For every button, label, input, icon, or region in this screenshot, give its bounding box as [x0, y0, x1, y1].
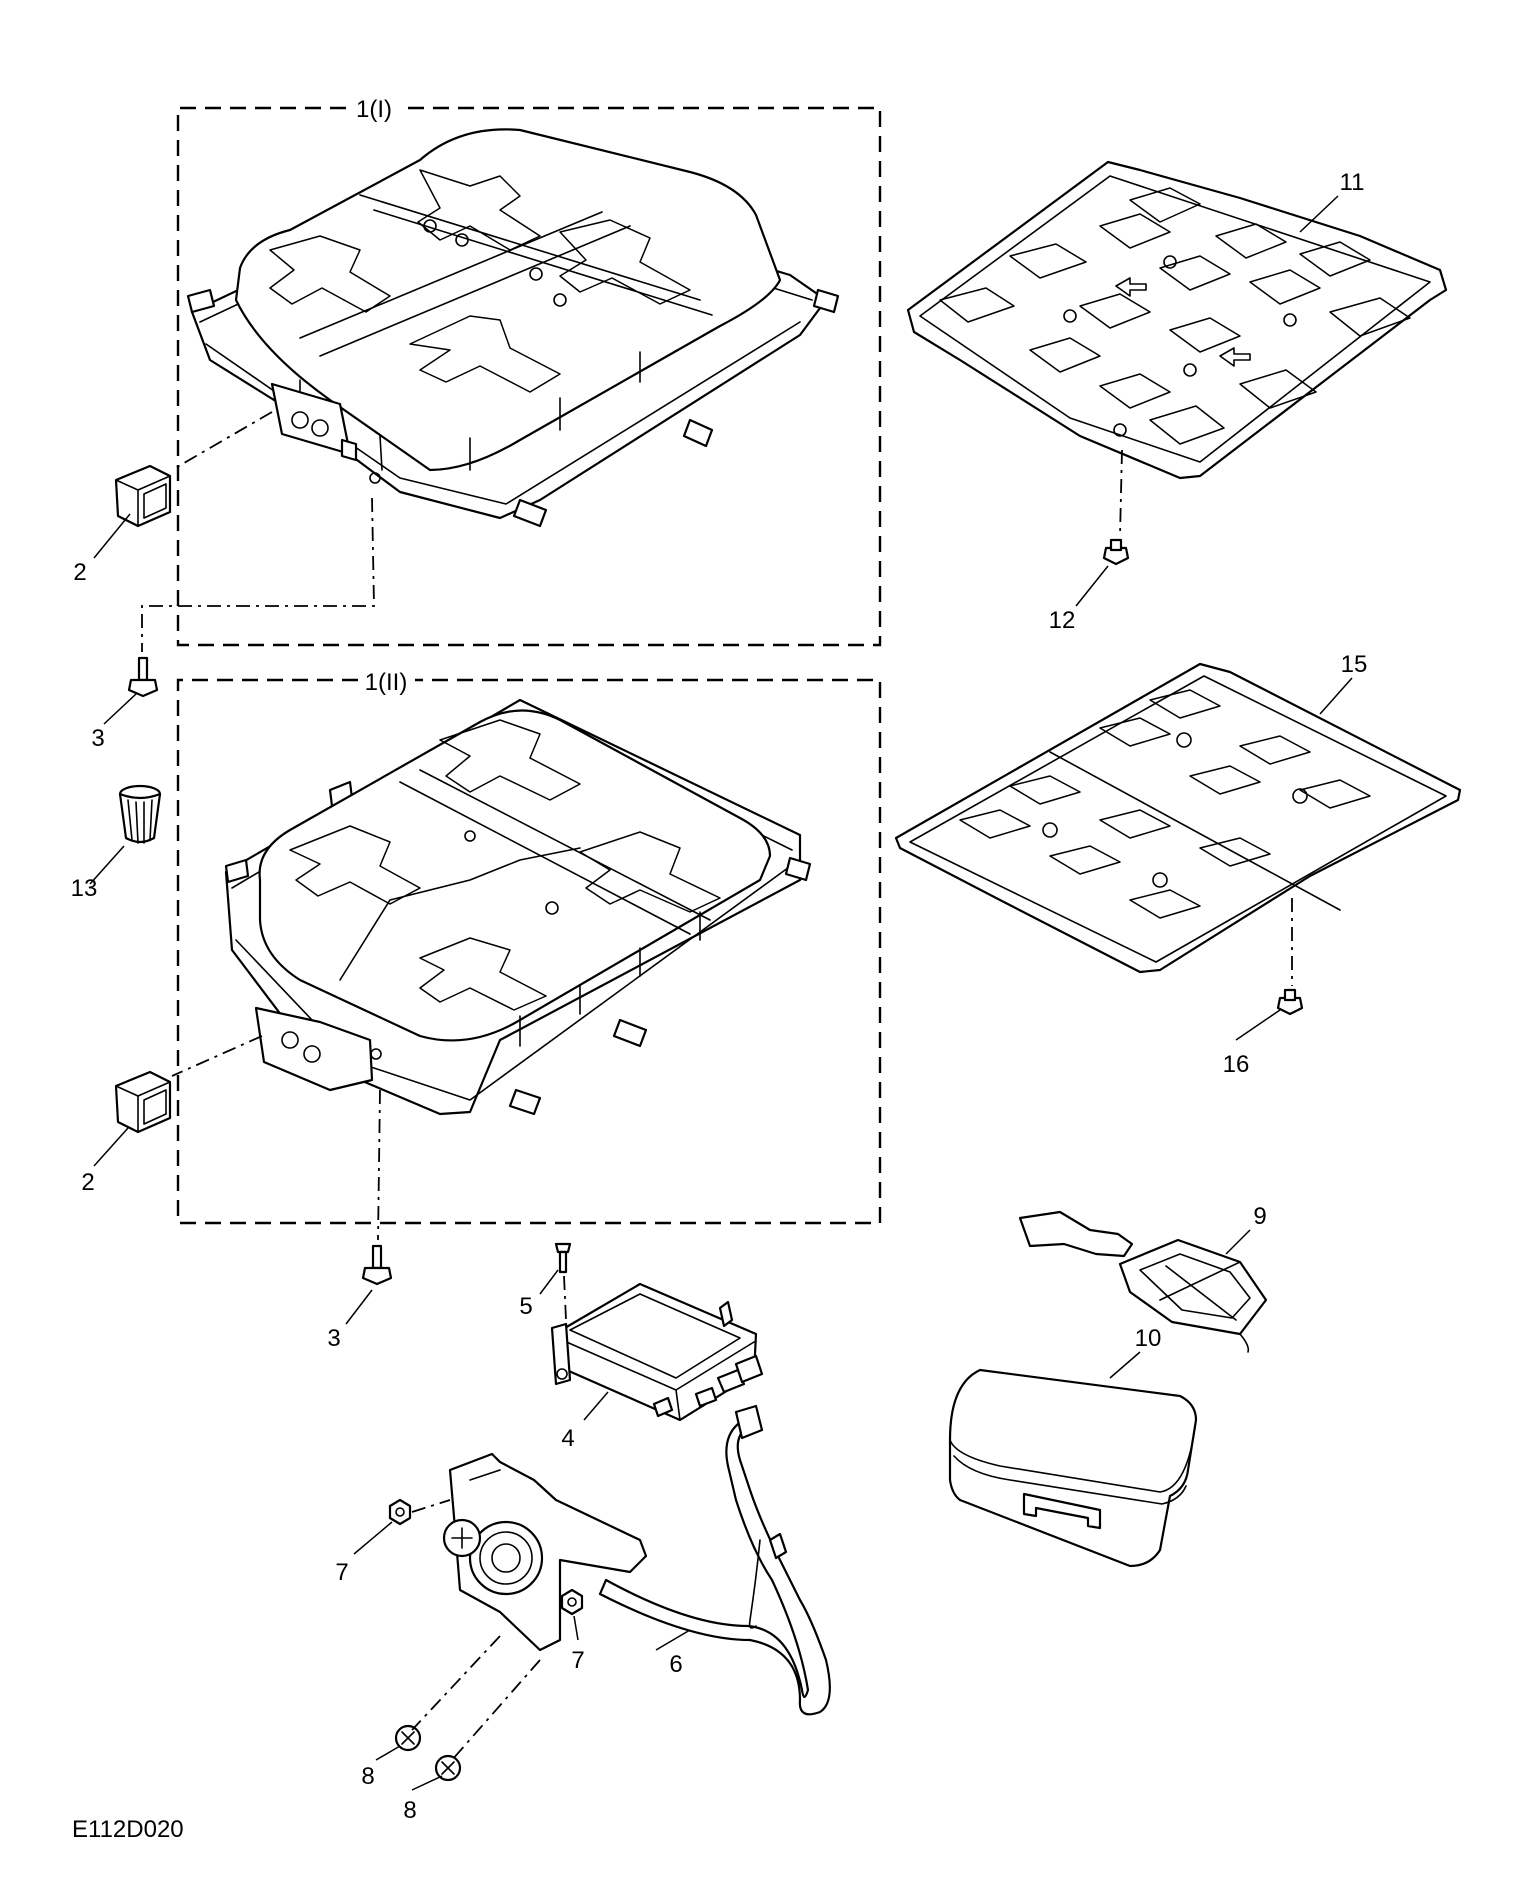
callout-3-lower: 3 — [327, 1325, 340, 1352]
callout-2-lower: 2 — [81, 1169, 94, 1196]
callout-3-upper: 3 — [91, 725, 104, 752]
callout-labels: 2 2 3 3 4 5 6 7 7 8 8 9 10 11 12 13 15 1… — [71, 169, 1368, 1824]
callout-8-left: 8 — [361, 1763, 374, 1790]
callout-6: 6 — [669, 1651, 682, 1678]
callout-13: 13 — [71, 875, 98, 902]
storage-case-10 — [948, 1368, 1198, 1568]
callout-9: 9 — [1253, 1203, 1266, 1230]
charge-inlet-assembly — [442, 1404, 831, 1716]
assembly-lines — [141, 411, 1293, 1761]
frame-1-ii-label: 1(II) — [365, 669, 408, 696]
underbody-panel-15 — [894, 662, 1462, 974]
callout-8-right: 8 — [403, 1797, 416, 1824]
connector-cover-upper — [114, 464, 172, 528]
charge-module-4 — [550, 1282, 764, 1422]
nut-7-left — [388, 1498, 412, 1526]
callout-2-upper: 2 — [73, 559, 86, 586]
bolt-8-left — [394, 1724, 422, 1752]
screw-5 — [554, 1242, 572, 1274]
callout-12: 12 — [1049, 607, 1076, 634]
callout-15: 15 — [1341, 651, 1368, 678]
callout-5: 5 — [519, 1293, 532, 1320]
callout-4: 4 — [561, 1425, 574, 1452]
frame-1-i: 1(I) — [176, 96, 882, 647]
frame-1-ii: 1(II) — [176, 669, 882, 1225]
battery-pack-ii — [224, 698, 812, 1116]
callout-10: 10 — [1135, 1325, 1162, 1352]
battery-pack-i — [186, 128, 840, 528]
underbody-panel-11 — [906, 160, 1448, 480]
leader-lines — [89, 195, 1353, 1791]
nut-7-right — [560, 1588, 584, 1616]
connector-cover-lower — [114, 1070, 172, 1134]
callout-7-right: 7 — [571, 1647, 584, 1674]
fastener-16 — [1276, 988, 1304, 1016]
sleeve-13 — [118, 784, 162, 844]
bolt-8-right — [434, 1754, 462, 1782]
callout-11: 11 — [1340, 169, 1365, 196]
frame-1-i-label: 1(I) — [356, 96, 392, 123]
fastener-12 — [1102, 538, 1130, 566]
diagram-id: E112D020 — [72, 1816, 184, 1843]
charging-cable-9 — [1018, 1210, 1268, 1353]
bolt-3-lower — [361, 1244, 393, 1286]
bolt-3-upper — [127, 656, 159, 698]
callout-16: 16 — [1223, 1051, 1250, 1078]
callout-7-left: 7 — [335, 1559, 348, 1586]
